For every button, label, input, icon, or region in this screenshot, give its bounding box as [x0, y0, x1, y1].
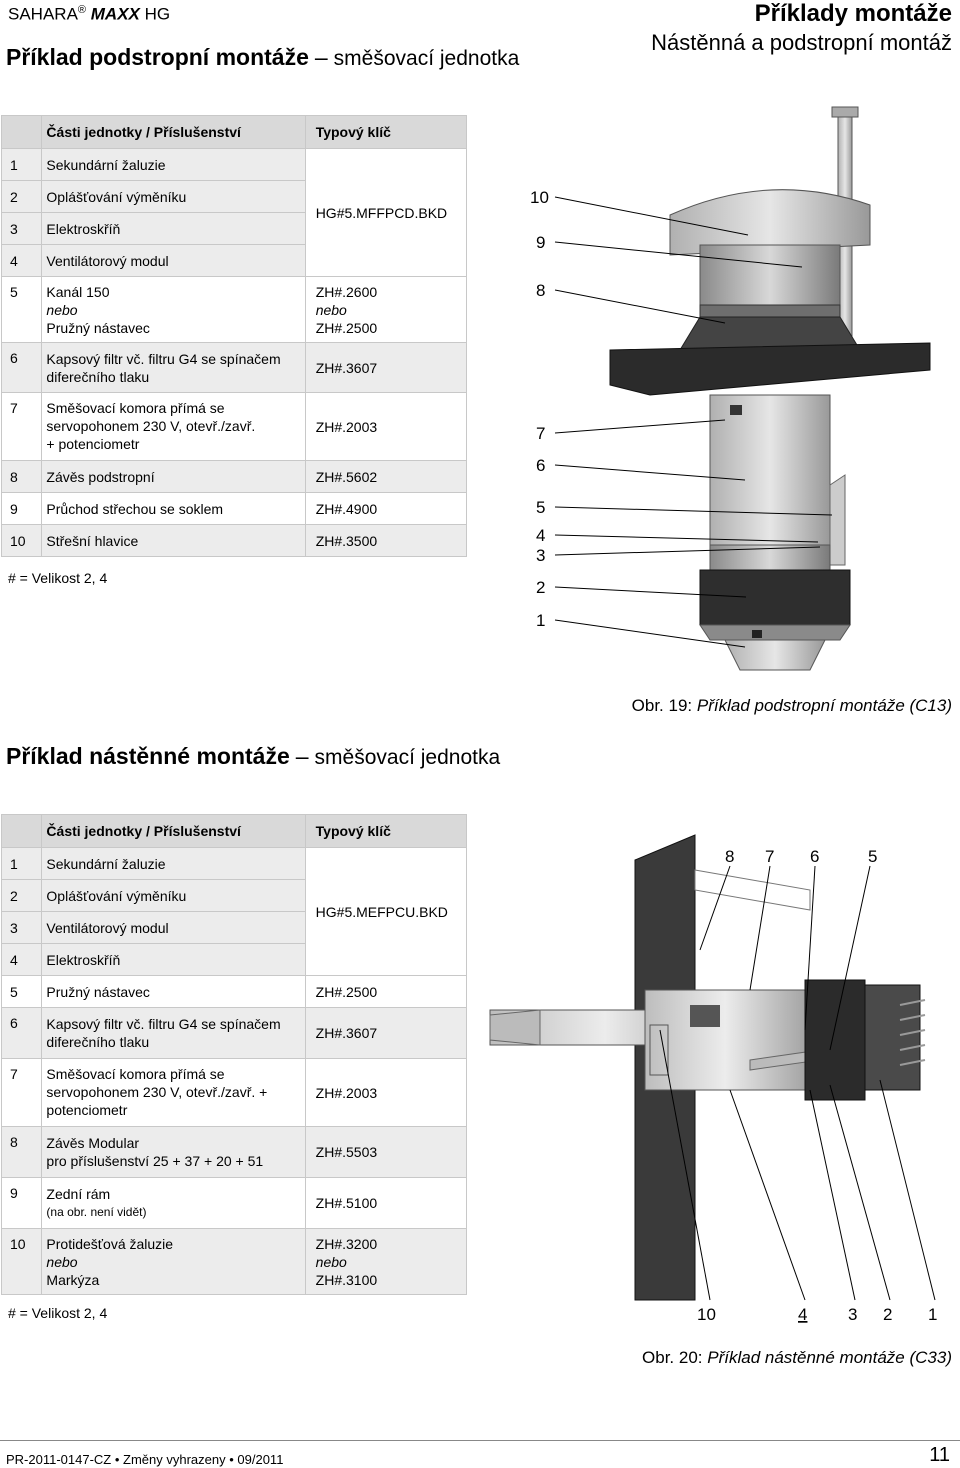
figure-label: 6 [810, 847, 819, 866]
ceiling-mount-figure: 10 9 8 7 6 5 4 3 2 1 [530, 106, 931, 671]
figure-label: 4 [798, 1305, 807, 1324]
table-row: 1 Sekundární žaluzie HG#5.MEFPCU.BKD [0, 847, 468, 976]
heat-exchanger-casing [699, 624, 851, 641]
roof-hood [669, 189, 871, 256]
table-row: 3 Elektroskříň [0, 212, 467, 245]
table-row: 7 Směšovací komora přímá se servopohonem… [0, 1058, 468, 1127]
duct-end [489, 1009, 541, 1046]
secondary-louvre [724, 639, 826, 671]
section1-parts-table: Části jednotky / Příslušenství Typový kl… [0, 115, 468, 557]
col-header-parts: Části jednotky / Příslušenství [41, 115, 306, 149]
figure1-labels: 10 9 8 7 6 5 4 3 2 1 [530, 188, 549, 630]
figure-label: 8 [725, 847, 734, 866]
figure1-caption: Obr. 19: Příklad podstropní montáže (C13… [631, 696, 952, 715]
leader-lines [659, 865, 936, 1301]
figure-label: 8 [536, 281, 545, 300]
figure-label: 2 [536, 578, 545, 597]
table-row: 8 Závěs podstropní ZH#.5602 [0, 460, 468, 493]
col-header-key: Typový klíč [304, 115, 468, 149]
table-row: 6 Kapsový filtr vč. filtru G4 se spínače… [0, 1007, 468, 1059]
wall-mount-figure: 8 7 6 5 10 4 3 2 1 [489, 834, 937, 1324]
roof-upstand [699, 244, 841, 306]
leader-lines [554, 196, 833, 648]
figure-label: 2 [883, 1305, 892, 1324]
unit-mixing-chamber [709, 394, 831, 546]
size-note: # = Velikost 2, 4 [8, 570, 108, 586]
figure-label: 3 [848, 1305, 857, 1324]
table-row: 10 Protidešťová žaluzie nebo Markýza ZH#… [0, 1228, 468, 1295]
figure-label: 7 [765, 847, 774, 866]
louvre-blades [899, 999, 926, 1066]
roof-socket-frame [699, 304, 841, 318]
page-header-title: Příklady montáže [754, 0, 952, 27]
section2-title: Příklad nástěnné montáže–směšovací jedno… [6, 743, 501, 769]
figure-label: 1 [928, 1305, 937, 1324]
col-header-key: Typový klíč [304, 814, 468, 848]
figure2-labels: 8 7 6 5 10 4 3 2 1 [697, 847, 937, 1324]
servo-motor [690, 1005, 720, 1027]
table-row: 10 Střešní hlavice ZH#.3500 [0, 524, 468, 557]
figure-label: 7 [536, 424, 545, 443]
group-type-key: HG#5.MEFPCU.BKD [304, 847, 468, 976]
servo-motor [730, 405, 742, 415]
footer-doc-ref: PR-2011-0147-CZ • Změny vyhrazeny • 09/2… [6, 1452, 284, 1467]
size-note: # = Velikost 2, 4 [8, 1305, 108, 1321]
figure-label: 4 [536, 526, 545, 545]
table-row: 4 Elektroskříň [0, 943, 467, 976]
table-row: 3 Ventilátorový modul [0, 911, 467, 944]
figure2-caption: Obr. 20: Příklad nástěnné montáže (C33) [642, 1348, 952, 1367]
pipe-cap [831, 106, 859, 118]
side-pipe [829, 474, 846, 566]
table-row: 5 Kanál 150 nebo Pružný nástavec ZH#.260… [0, 276, 468, 343]
section2-parts-table: Části jednotky / Příslušenství Typový kl… [0, 814, 468, 1295]
page-header-subtitle: Nástěnná a podstropní montáž [651, 30, 952, 55]
fan-module [699, 569, 851, 626]
table-row: 6 Kapsový filtr vč. filtru G4 se spínače… [0, 342, 468, 393]
figure-label: 5 [536, 498, 545, 517]
ceiling-slab [609, 342, 931, 396]
table-row: 7 Směšovací komora přímá se servopohonem… [0, 392, 468, 461]
louvre-grid [649, 1024, 669, 1076]
page-number: 11 [929, 1444, 950, 1466]
col-header-parts: Části jednotky / Příslušenství [41, 814, 306, 848]
unit-mixing-chamber [644, 989, 806, 1091]
modular-hanger [694, 869, 811, 911]
table-row: 8 Závěs Modular pro příslušenství 25 + 3… [0, 1126, 468, 1178]
figure-label: 1 [536, 611, 545, 630]
figure-label: 10 [530, 188, 549, 207]
figure-label: 10 [697, 1305, 716, 1324]
fan-module [804, 979, 866, 1101]
figure-label: 6 [536, 456, 545, 475]
figure-label: 3 [536, 546, 545, 565]
brand-label: SAHARA® MAXX HG [8, 4, 171, 24]
table-row: 5 Pružný nástavec ZH#.2500 [0, 975, 468, 1008]
table-row: 9 Zední rám (na obr. není vidět) ZH#.510… [0, 1177, 468, 1229]
footer-divider [0, 1440, 960, 1441]
figure-label: 9 [536, 233, 545, 252]
section1-title: Příklad podstropní montáže–směšovací jed… [6, 44, 520, 70]
table-row: 1 Sekundární žaluzie HG#5.MFFPCD.BKD [0, 148, 468, 277]
socket-icon [752, 630, 762, 638]
electro-box [709, 544, 831, 571]
figure-label: 5 [868, 847, 877, 866]
table-row: 9 Průchod střechou se soklem ZH#.4900 [0, 492, 468, 525]
roof-hood-box [864, 984, 921, 1091]
table-row: 2 Oplášťování výměníku [0, 180, 467, 213]
group-type-key: HG#5.MFFPCD.BKD [304, 148, 468, 277]
